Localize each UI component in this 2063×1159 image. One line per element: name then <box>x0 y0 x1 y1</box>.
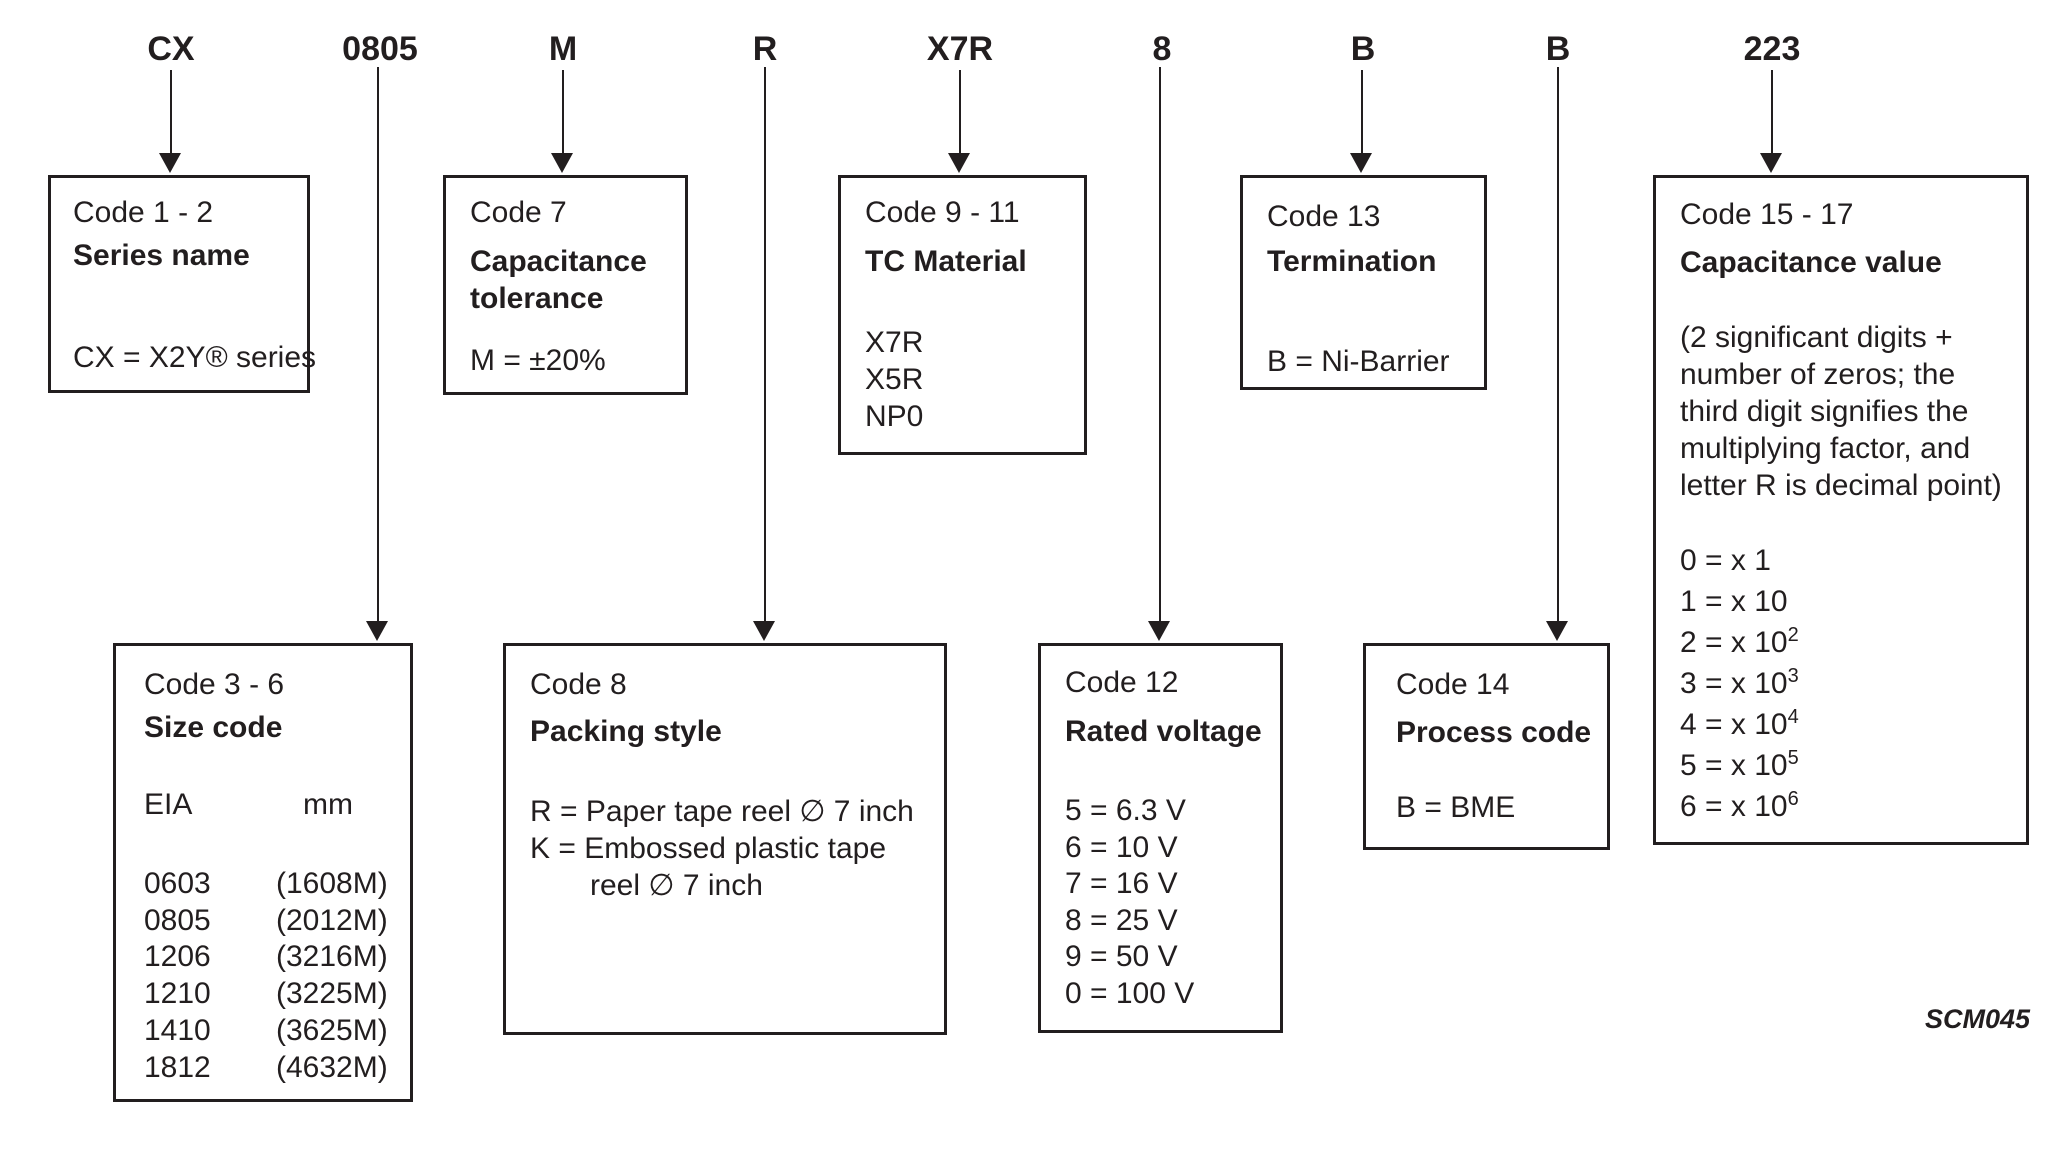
box-title-line: Capacitance <box>470 245 647 278</box>
code-char-cx: CX <box>147 30 195 68</box>
arrow-line-223 <box>1771 70 1773 153</box>
size-table-row: 1812(4632M) <box>144 1050 388 1084</box>
code-char-x7r: X7R <box>926 30 994 68</box>
box-code-range: Code 8 <box>530 668 627 701</box>
arrow-line-r <box>764 67 766 621</box>
code-char-0805: 0805 <box>342 30 418 68</box>
multiplier-row: 2 = x 102 <box>1680 624 1799 659</box>
figure-code: SCM045 <box>1925 1004 2031 1034</box>
size-table-row: 0805(2012M) <box>144 903 388 937</box>
box-title-line: tolerance <box>470 282 604 315</box>
code-char-223: 223 <box>1743 30 1801 68</box>
box-code-range: Code 14 <box>1396 668 1510 701</box>
box-value: B = Ni-Barrier <box>1267 345 1450 378</box>
box-code-range: Code 1 - 2 <box>73 196 214 229</box>
arrow-head-x7r <box>948 153 970 173</box>
box-tc-material: Code 9 - 11 TC Material X7R X5R NP0 <box>838 175 1087 455</box>
column-header-mm: mm <box>303 788 353 821</box>
box-code-range: Code 7 <box>470 196 567 229</box>
box-title: Series name <box>73 239 250 272</box>
multiplier-row: 6 = x 106 <box>1680 788 1799 823</box>
arrow-line-b1 <box>1361 70 1363 153</box>
box-packing-style: Code 8 Packing style R = Paper tape reel… <box>503 643 947 1035</box>
size-table-row: 1206(3216M) <box>144 940 388 974</box>
box-title: Rated voltage <box>1065 715 1262 748</box>
column-header-eia: EIA <box>144 788 193 821</box>
arrow-line-cx <box>170 70 172 153</box>
multiplier-row: 0 = x 1 <box>1680 544 1771 577</box>
box-value: X7R <box>865 326 924 359</box>
box-value: K = Embossed plastic tape <box>530 832 887 865</box>
box-capacitance-tolerance: Code 7 Capacitance tolerance M = ±20% <box>443 175 688 395</box>
arrow-head-8 <box>1148 621 1170 641</box>
box-code-range: Code 15 - 17 <box>1680 198 1854 231</box>
multiplier-row: 4 = x 104 <box>1680 706 1799 741</box>
code-char-m: M <box>548 30 578 68</box>
multiplier-row: 5 = x 105 <box>1680 747 1799 782</box>
box-value: M = ±20% <box>470 344 606 377</box>
voltage-row: 7 = 16 V <box>1065 867 1178 900</box>
code-char-r: R <box>752 30 778 68</box>
box-code-range: Code 12 <box>1065 666 1179 699</box>
arrow-head-223 <box>1760 153 1782 173</box>
box-value: B = BME <box>1396 791 1516 824</box>
box-title: Size code <box>144 711 283 744</box>
voltage-row: 0 = 100 V <box>1065 976 1195 1010</box>
box-title: Process code <box>1396 716 1592 749</box>
arrow-head-cx <box>159 153 181 173</box>
box-code-range: Code 13 <box>1267 200 1381 233</box>
box-value: X5R <box>865 363 924 396</box>
box-title: TC Material <box>865 245 1027 278</box>
box-series-name: Code 1 - 2 Series name CX = X2Y® series <box>48 175 317 393</box>
note-line: multiplying factor, and <box>1680 432 1971 465</box>
note-line: letter R is decimal point) <box>1680 469 2002 502</box>
box-rated-voltage: Code 12 Rated voltage 5 = 6.3 V 6 = 10 V… <box>1038 643 1283 1033</box>
code-char-b2: B <box>1545 30 1571 68</box>
box-title: Packing style <box>530 715 722 748</box>
arrow-head-0805 <box>366 621 388 641</box>
box-code-range: Code 3 - 6 <box>144 668 285 701</box>
box-size-code: Code 3 - 6 Size code EIA mm 0603(1608M) 0… <box>113 643 413 1102</box>
box-termination: Code 13 Termination B = Ni-Barrier <box>1240 175 1487 390</box>
box-value: CX = X2Y® series <box>73 341 317 374</box>
multiplier-row: 1 = x 10 <box>1680 585 1788 618</box>
arrow-line-b2 <box>1557 67 1559 621</box>
box-capacitance-value: Code 15 - 17 Capacitance value (2 signif… <box>1653 175 2029 845</box>
note-line: (2 significant digits + <box>1680 321 1953 354</box>
voltage-row: 9 = 50 V <box>1065 940 1178 973</box>
note-line: third digit signifies the <box>1680 395 1969 428</box>
arrow-line-m <box>562 70 564 153</box>
arrow-line-0805 <box>377 67 379 621</box>
multiplier-row: 3 = x 103 <box>1680 665 1799 700</box>
arrow-head-m <box>551 153 573 173</box>
code-char-b1: B <box>1350 30 1376 68</box>
arrow-head-b2 <box>1546 621 1568 641</box>
box-title: Termination <box>1267 245 1437 278</box>
box-process-code: Code 14 Process code B = BME <box>1363 643 1610 850</box>
arrow-line-8 <box>1159 67 1161 621</box>
arrow-head-r <box>753 621 775 641</box>
size-table-row: 0603(1608M) <box>144 867 388 900</box>
arrow-line-x7r <box>959 70 961 153</box>
box-value: R = Paper tape reel ∅ 7 inch <box>530 795 914 828</box>
box-title: Capacitance value <box>1680 246 1942 279</box>
size-table-header: EIA mm <box>116 786 410 823</box>
note-line: number of zeros; the <box>1680 358 1956 391</box>
code-char-8: 8 <box>1152 30 1172 68</box>
box-code-range: Code 9 - 11 <box>865 196 1020 229</box>
arrow-head-b1 <box>1350 153 1372 173</box>
voltage-row: 8 = 25 V <box>1065 903 1178 937</box>
voltage-row: 5 = 6.3 V <box>1065 794 1186 827</box>
size-table-row: 1210(3225M) <box>144 977 388 1011</box>
voltage-row: 6 = 10 V <box>1065 830 1178 864</box>
size-table-row: 1410(3625M) <box>144 1013 388 1047</box>
box-value-continuation: reel ∅ 7 inch <box>590 869 763 902</box>
box-value: NP0 <box>865 400 924 433</box>
